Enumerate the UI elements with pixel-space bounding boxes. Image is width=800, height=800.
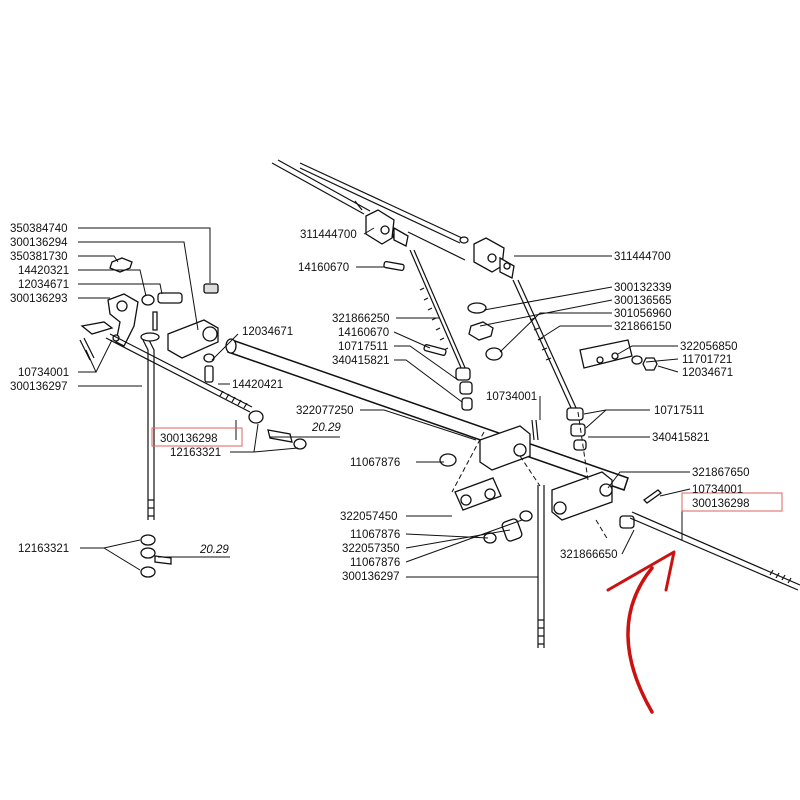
label-14160670-b: 14160670 — [338, 327, 389, 339]
label-321866650: 321866650 — [560, 549, 618, 561]
label-311444700-b: 311444700 — [614, 251, 671, 263]
pin-14160670-top — [383, 260, 405, 272]
label-14420321: 14420321 — [18, 265, 69, 277]
rod-300136298-left — [105, 333, 253, 413]
label-322077250: 322077250 — [296, 405, 354, 417]
label-350384740: 350384740 — [10, 223, 68, 235]
label-300132339: 300132339 — [614, 282, 672, 294]
pin-10734001-center — [531, 419, 539, 441]
label-301056960: 301056960 — [614, 308, 672, 320]
label-11067876-a: 11067876 — [350, 457, 400, 469]
label-11067876-b: 11067876 — [350, 529, 400, 541]
label-350381730: 350381730 — [10, 251, 68, 263]
pin-10734001-right — [642, 489, 663, 504]
label-12163321-a: 12163321 — [170, 447, 221, 459]
nuts-12163321-upper — [248, 410, 307, 450]
label-321867650: 321867650 — [692, 467, 750, 479]
part-labels: 350384740 300136294 350381730 14420321 1… — [10, 223, 750, 583]
label-300136297-b: 300136297 — [342, 571, 400, 583]
label-340415821-a: 340415821 — [332, 355, 390, 367]
rod-300136298-right — [629, 511, 800, 591]
red-arrow — [606, 550, 676, 714]
label-300136294: 300136294 — [10, 237, 68, 249]
center-bracket — [451, 425, 541, 511]
leader-lines — [78, 227, 691, 578]
nuts-12163321-lower — [140, 534, 172, 578]
label-321866150: 321866150 — [614, 321, 672, 333]
label-14420421: 14420421 — [232, 379, 283, 391]
label-14160670-a: 14160670 — [298, 262, 349, 274]
left-bracket-300136293 — [107, 293, 139, 347]
bracket-311444700-right — [473, 237, 515, 279]
label-300136565: 300136565 — [614, 295, 672, 307]
highlight-boxes — [151, 427, 783, 512]
label-322057450: 322057450 — [340, 511, 398, 523]
rod-300136297-left — [140, 311, 160, 520]
bracket-311444700-left — [365, 209, 409, 247]
label-300136297-a: 300136297 — [10, 381, 68, 393]
label-12034671-c: 12034671 — [682, 367, 733, 379]
label-11701721: 11701721 — [682, 354, 732, 366]
pin-14160670-mid — [423, 344, 447, 356]
rod-300136297-center — [537, 485, 545, 648]
rod-321866150 — [512, 279, 587, 451]
label-10734001-b: 10734001 — [486, 391, 537, 403]
label-10734001-c: 10734001 — [692, 484, 743, 496]
label-300136298-a: 300136298 — [160, 433, 218, 445]
label-10717511-a: 10717511 — [338, 341, 388, 353]
label-10734001-a: 10734001 — [18, 367, 69, 379]
upper-cables — [271, 159, 469, 261]
label-12034671-b: 12034671 — [242, 326, 293, 338]
label-340415821-b: 340415821 — [652, 432, 710, 444]
label-20-29-a: 20.29 — [311, 422, 341, 434]
highlight-box-right — [681, 492, 783, 512]
pin-10734001-left — [79, 337, 95, 361]
right-bracket — [551, 411, 613, 541]
rod-321866250 — [409, 249, 473, 411]
label-311444700-a: 311444700 — [300, 229, 357, 241]
fork-300136294 — [167, 319, 219, 383]
label-322056850: 322056850 — [680, 341, 738, 353]
label-300136298-b: 300136298 — [692, 498, 750, 510]
label-322057350: 322057350 — [342, 543, 400, 555]
left-small-parts — [80, 257, 219, 335]
parts-right-group — [467, 302, 658, 371]
label-20-29-b: 20.29 — [199, 544, 229, 556]
label-12163321-b: 12163321 — [18, 543, 69, 555]
label-321866250: 321866250 — [332, 313, 390, 325]
highlight-box-left — [151, 427, 243, 447]
label-10717511-b: 10717511 — [654, 405, 704, 417]
label-300136293: 300136293 — [10, 293, 68, 305]
clips — [439, 453, 635, 544]
label-12034671-a: 12034671 — [18, 279, 69, 291]
label-11067876-c: 11067876 — [350, 557, 400, 569]
